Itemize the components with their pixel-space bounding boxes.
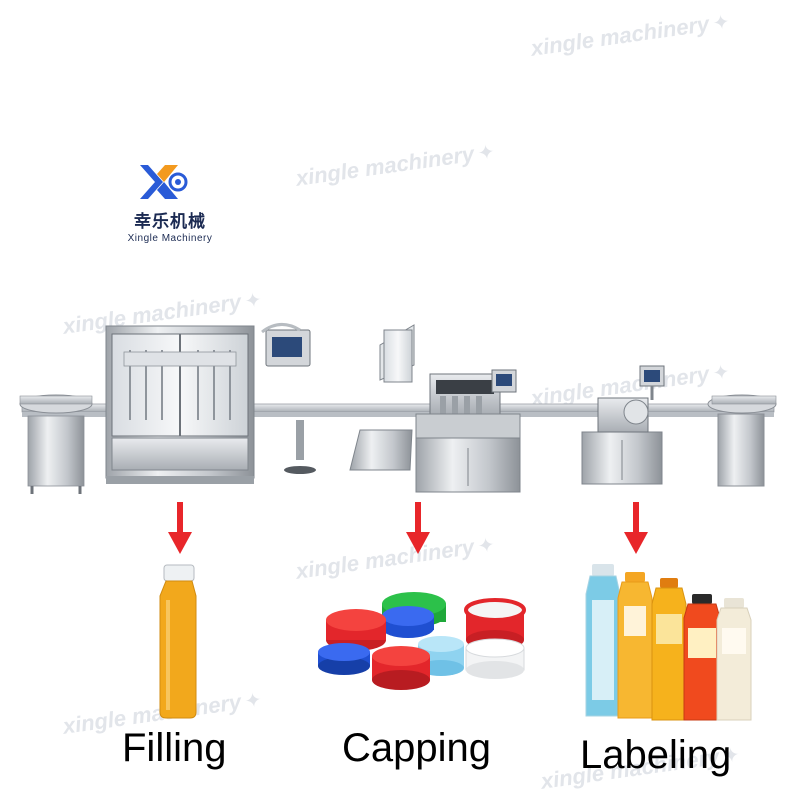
filling-machine bbox=[105, 325, 255, 484]
filling-hmi bbox=[261, 323, 311, 367]
capping-machine bbox=[349, 324, 521, 493]
brand-logo: 幸乐机械 Xingle Machinery bbox=[115, 155, 225, 244]
arrow-to-labeling bbox=[624, 502, 648, 554]
caption-labeling: Labeling bbox=[580, 733, 732, 777]
arrow-to-filling bbox=[168, 502, 192, 554]
labeling-machine bbox=[581, 365, 665, 485]
logo-mark bbox=[140, 165, 188, 199]
logo-chinese-text: 幸乐机械 bbox=[134, 212, 206, 232]
bottle-caps bbox=[318, 592, 526, 690]
arrow-to-capping bbox=[406, 502, 430, 554]
juice-bottle bbox=[159, 564, 197, 719]
labeled-bottles bbox=[585, 564, 752, 721]
logo-english-text: Xingle Machinery bbox=[127, 233, 213, 244]
caption-capping: Capping bbox=[342, 726, 492, 770]
right-turntable bbox=[707, 394, 777, 487]
stand bbox=[284, 420, 316, 474]
left-turntable bbox=[19, 394, 93, 494]
caption-filling: Filling bbox=[122, 726, 227, 770]
conveyor bbox=[21, 403, 775, 417]
